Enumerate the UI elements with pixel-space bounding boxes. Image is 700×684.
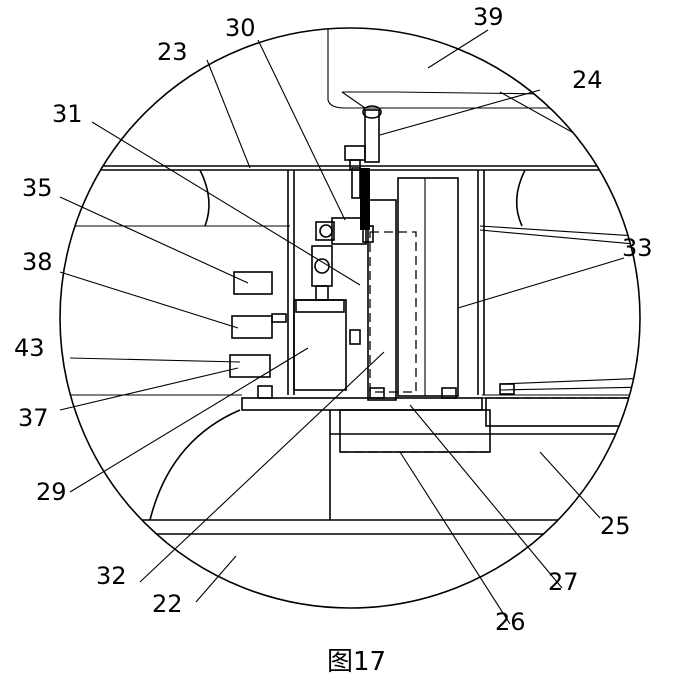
label-25: 25 [600, 512, 631, 540]
label-30: 30 [225, 14, 256, 42]
detail-circle [59, 27, 641, 609]
label-39: 39 [473, 3, 504, 31]
label-31: 31 [52, 100, 83, 128]
label-27: 27 [548, 568, 579, 596]
label-37: 37 [18, 404, 49, 432]
leader-lines [59, 29, 625, 625]
label-26: 26 [495, 608, 526, 636]
label-24: 24 [572, 66, 603, 94]
label-35: 35 [22, 174, 53, 202]
label-29: 29 [36, 478, 67, 506]
label-38: 38 [22, 248, 53, 276]
label-33: 33 [622, 234, 653, 262]
part-labels: 39 30 23 24 31 35 33 38 43 37 29 25 32 2… [14, 3, 653, 636]
label-22: 22 [152, 590, 183, 618]
label-43: 43 [14, 334, 45, 362]
figure-caption: 图17 [327, 647, 386, 677]
label-23: 23 [157, 38, 188, 66]
label-32: 32 [96, 562, 127, 590]
